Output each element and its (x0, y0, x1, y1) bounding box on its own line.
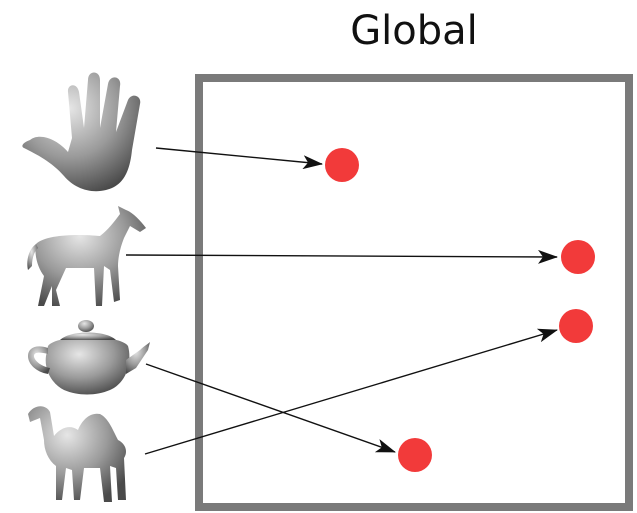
horse-icon (27, 206, 147, 306)
hand-icon (22, 72, 141, 192)
point-2 (561, 240, 595, 274)
diagram-title: Global (350, 8, 478, 54)
arrow-camel (144, 328, 558, 455)
point-4 (398, 438, 432, 472)
teapot-icon (28, 320, 150, 395)
global-space-frame (195, 74, 633, 511)
camel-icon (28, 406, 126, 502)
arrow-horse (125, 249, 558, 264)
point-1 (325, 148, 359, 182)
arrow-teapot (145, 363, 396, 453)
arrow-hand (155, 147, 323, 170)
point-3 (559, 309, 593, 343)
